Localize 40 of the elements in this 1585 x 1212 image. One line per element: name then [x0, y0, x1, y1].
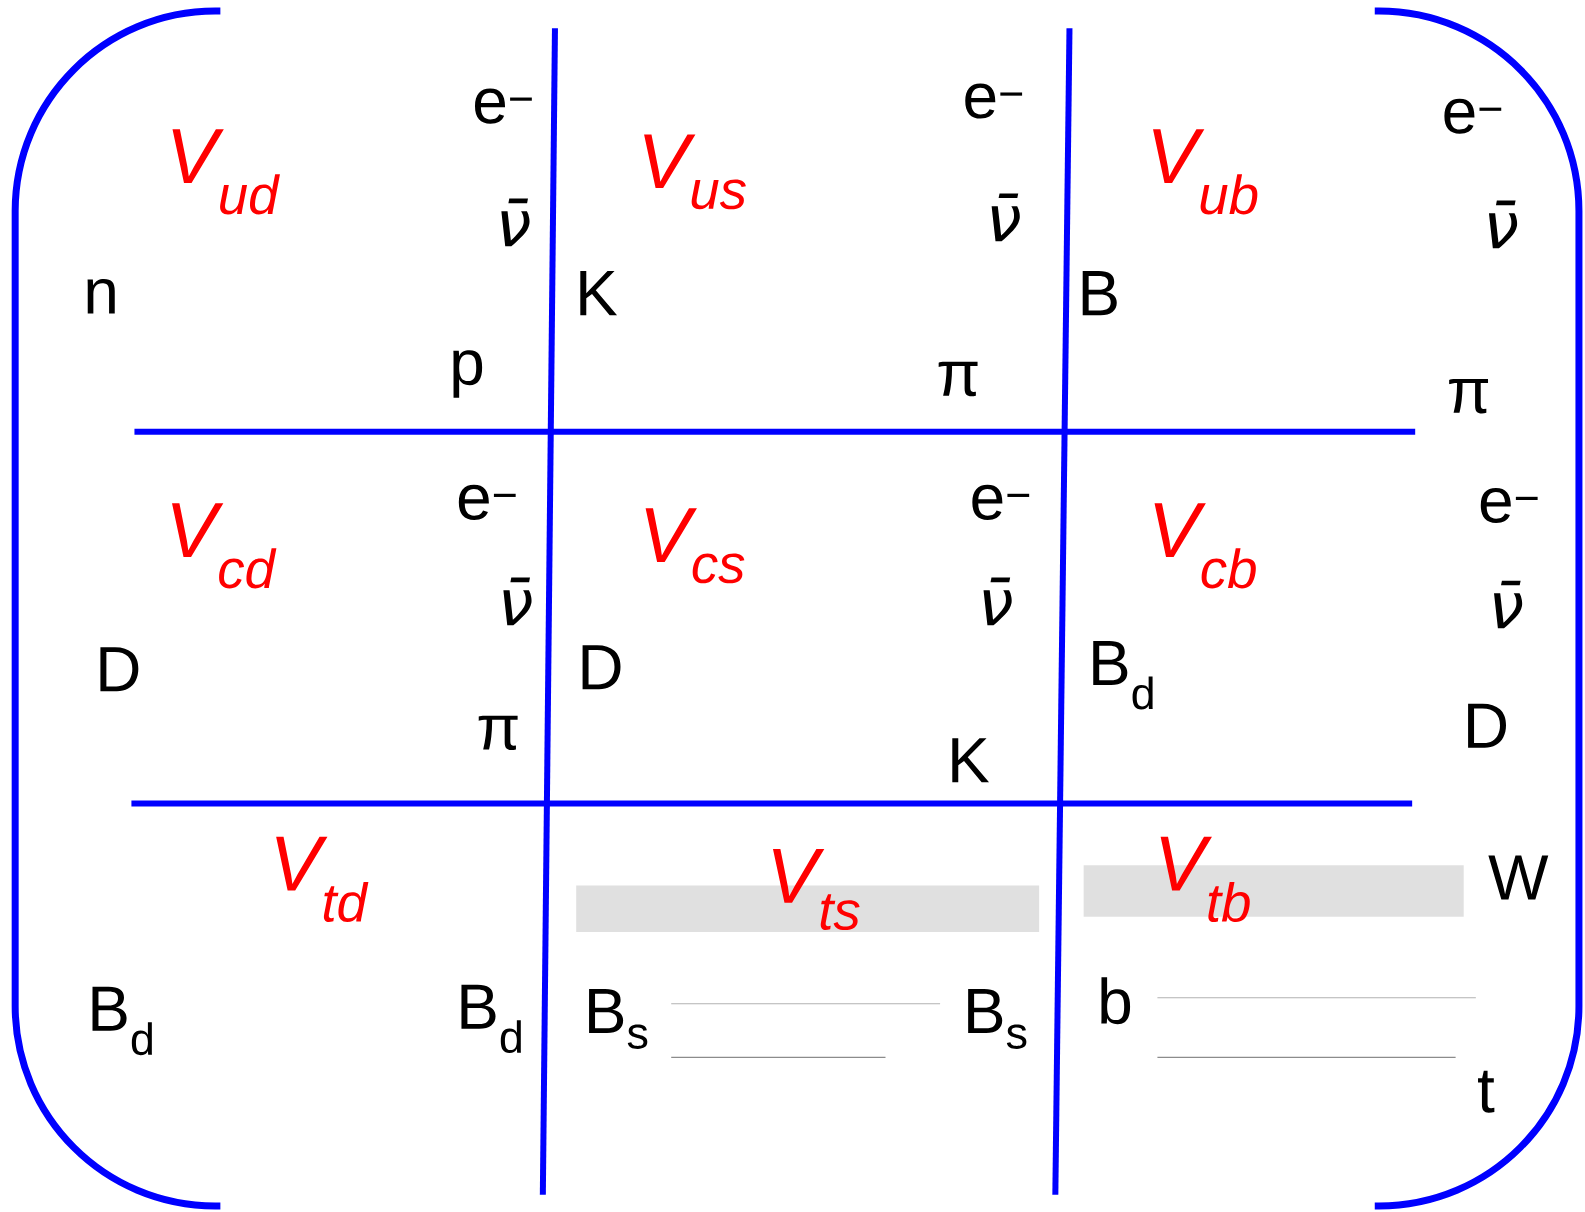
matrix-element: V$_{ub}$ [1153, 129, 1258, 215]
particle-label: B$_{s}$ [968, 988, 1027, 1049]
particle-label: K [952, 738, 989, 783]
particle-label: p [453, 350, 483, 398]
particle-label: ν̄ [503, 577, 532, 626]
particle-label: e$^{−}$ [972, 484, 1030, 520]
particle-label: e$^{−}$ [1480, 487, 1538, 523]
particle-label: b [1101, 977, 1131, 1025]
particle-label: B$_{d}$ [461, 984, 521, 1054]
particle-label: W [1488, 855, 1549, 900]
matrix-element: V$_{us}$ [644, 134, 746, 210]
matrix-element: V$_{cs}$ [645, 508, 745, 584]
particle-label: π [478, 715, 518, 751]
particle-label: t [1478, 1070, 1495, 1113]
matrix-element: V$_{cb}$ [1154, 503, 1256, 589]
particle-label: D [582, 645, 621, 690]
particle-label: n [87, 278, 115, 314]
matrix-element: V$_{cd}$ [172, 503, 277, 589]
particle-label: B$_{s}$ [589, 988, 648, 1049]
particle-label: D [100, 647, 139, 692]
particle-label: e$^{−}$ [458, 484, 516, 520]
particle-label: K [580, 271, 618, 316]
particle-label: e$^{−}$ [1444, 98, 1502, 134]
matrix-element: V$_{ts}$ [773, 849, 860, 930]
particle-label: ν̄ [1494, 580, 1523, 629]
particle-label: π [1449, 379, 1489, 414]
particle-label: B$_{d}$ [92, 986, 152, 1056]
particle-label: B [1082, 271, 1117, 316]
particle-label: ν̄ [1488, 200, 1518, 249]
particle-label: D [1468, 703, 1506, 748]
particle-label: e$^{−}$ [965, 83, 1023, 119]
particle-label: π [938, 361, 978, 397]
particle-label: ν̄ [991, 193, 1020, 242]
matrix-element: V$_{td}$ [276, 836, 369, 923]
particle-label: ν̄ [983, 577, 1012, 626]
particle-label: e$^{−}$ [475, 88, 532, 124]
matrix-element: V$_{tb}$ [1160, 836, 1250, 923]
particle-label: B$_{d}$ [1093, 641, 1153, 710]
matrix-element: V$_{ud}$ [172, 129, 280, 215]
particle-label: ν̄ [501, 198, 530, 247]
